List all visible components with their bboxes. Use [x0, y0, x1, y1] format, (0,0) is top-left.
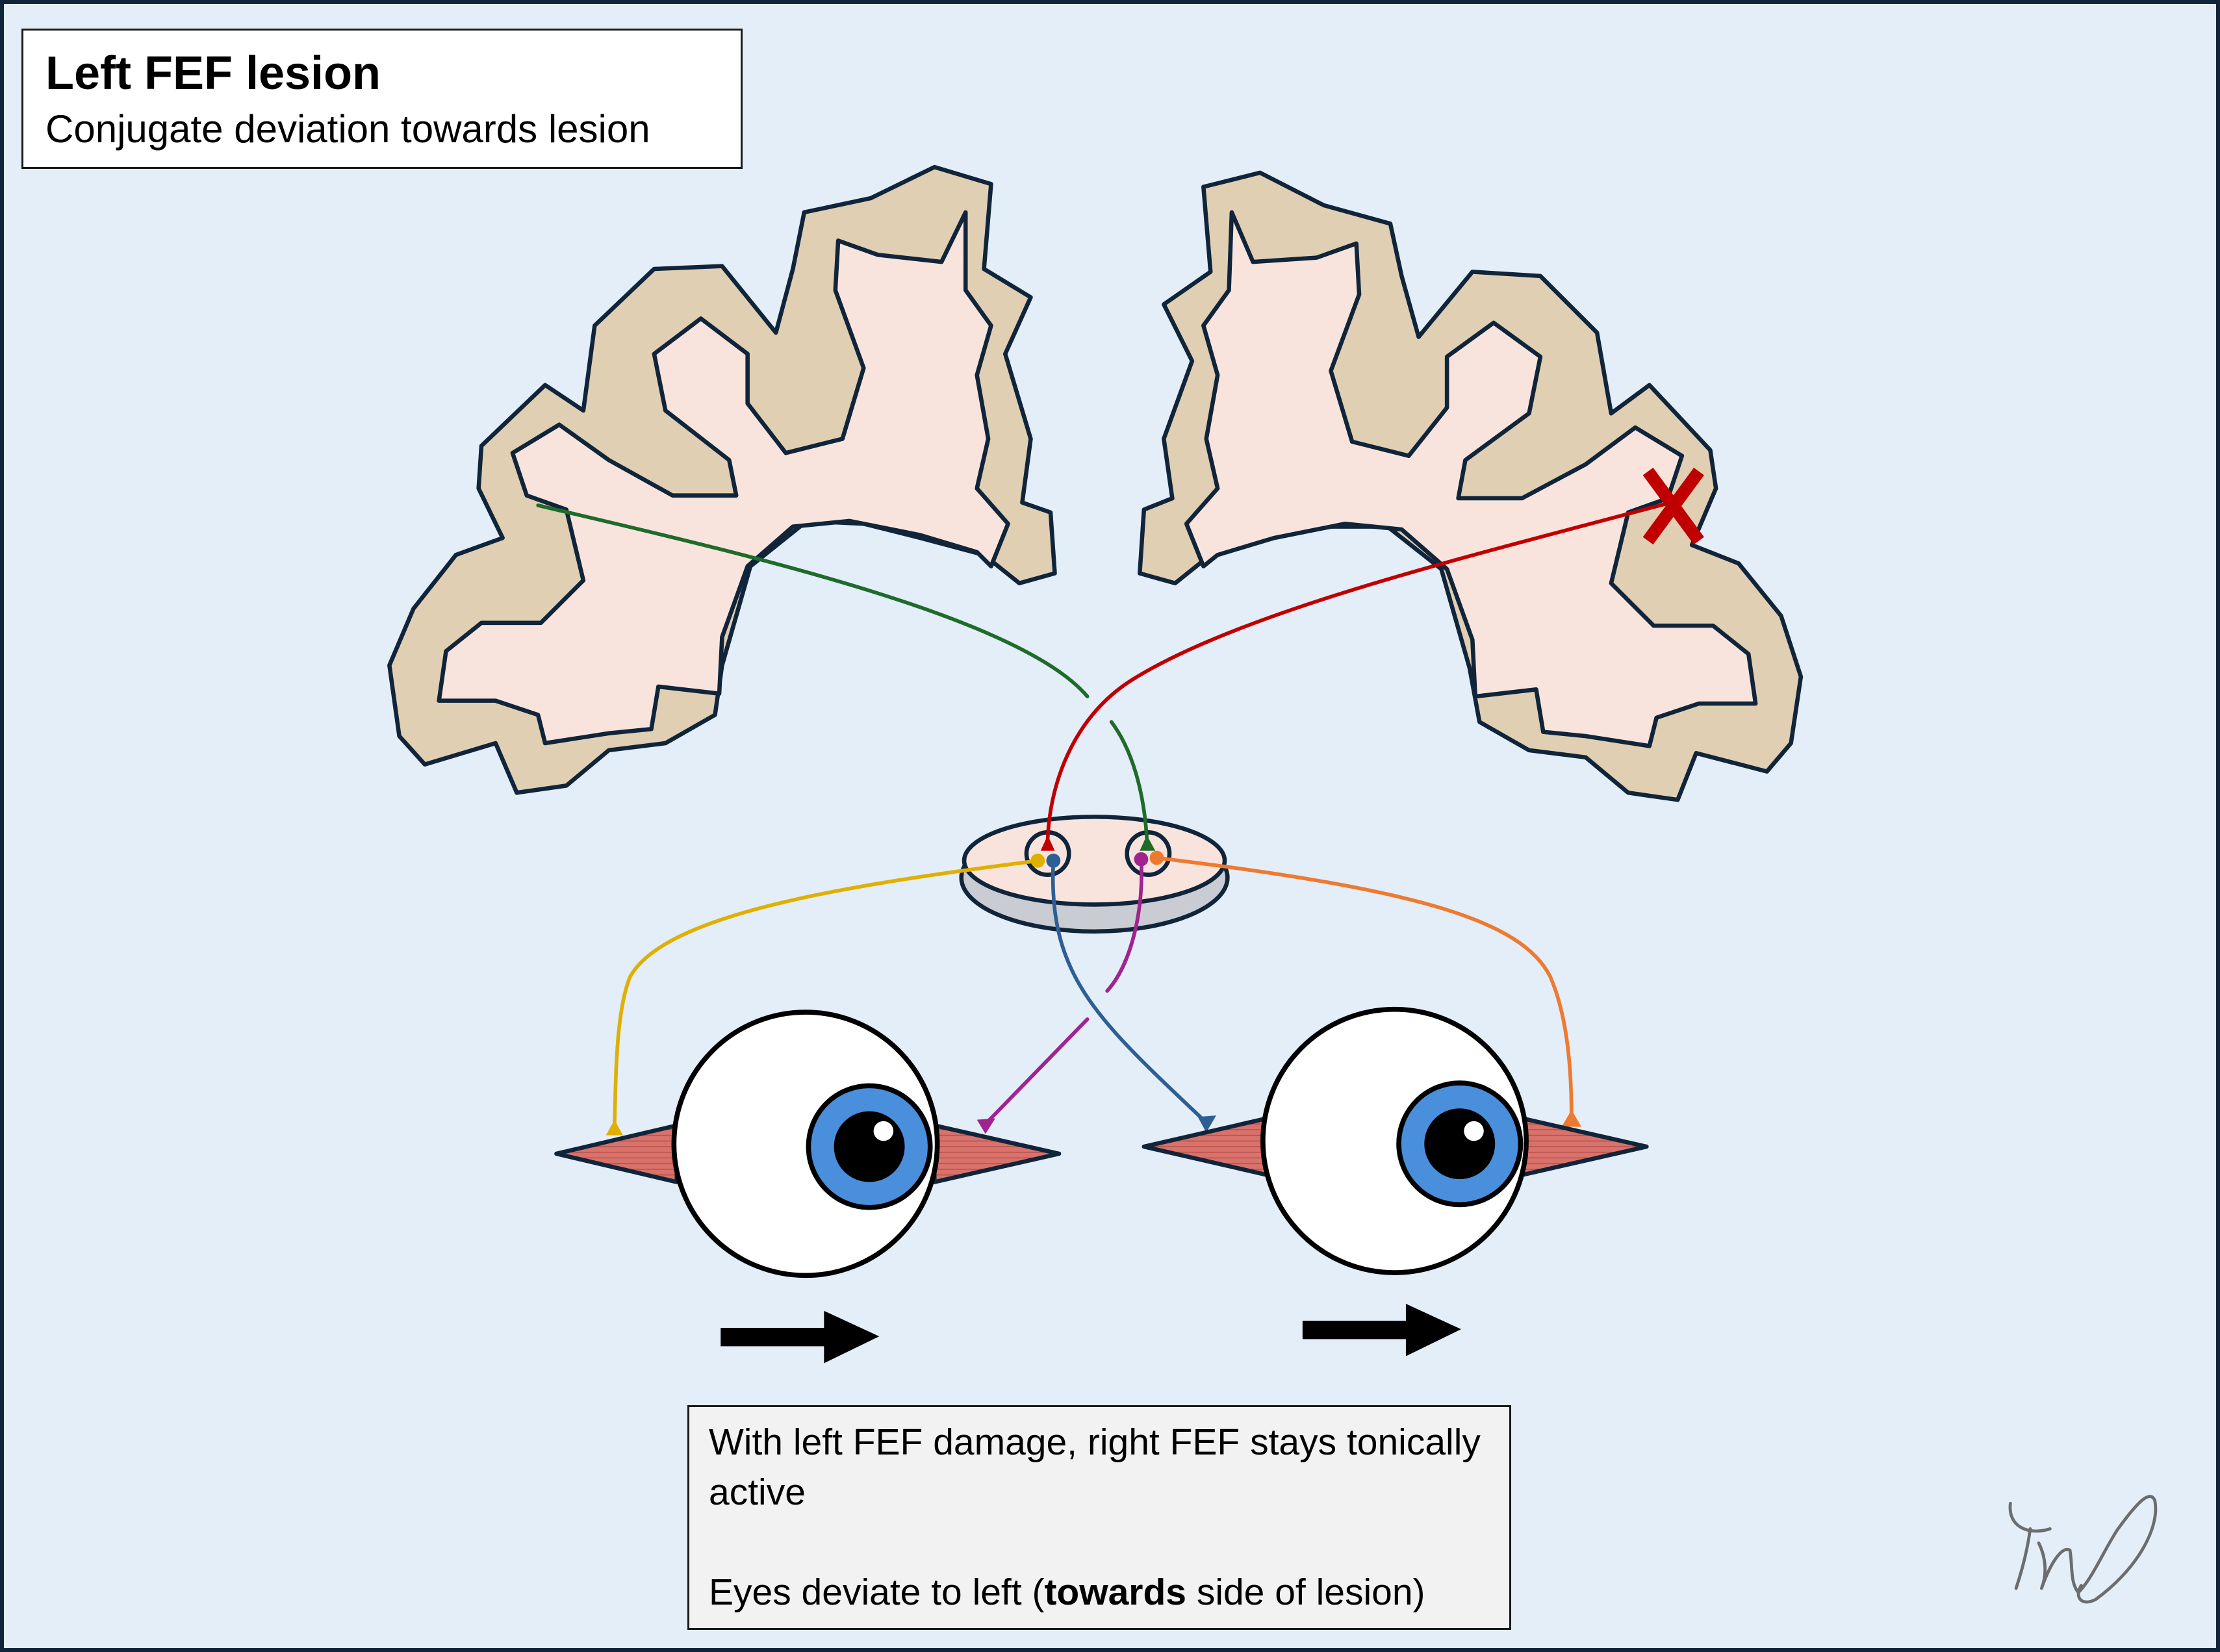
lesion-x-icon [1642, 467, 1704, 545]
caption-line-2-bold: towards [1044, 1571, 1186, 1613]
caption-line-1: With left FEF damage, right FEF stays to… [709, 1421, 1481, 1513]
yellow-pathway-origin [1030, 853, 1045, 868]
right-fef-pathway [536, 503, 1090, 698]
arrow-right-icon [1302, 1303, 1461, 1356]
arrow-right-icon [721, 1310, 880, 1364]
left-eye-highlight [873, 1121, 894, 1141]
left-eye-medial-rectus [932, 1123, 1062, 1184]
left-hemisphere-white-matter [437, 210, 1010, 746]
right-hemisphere [1137, 170, 1804, 802]
purple-pathway [1105, 857, 1143, 993]
diagram-subtitle: Conjugate deviation towards lesion [45, 107, 650, 151]
caption-box: With left FEF damage, right FEF stays to… [687, 1405, 1511, 1630]
right-fef-pathway-lower [1109, 720, 1149, 840]
purple-pathway-terminal [976, 1118, 995, 1134]
purple-pathway-origin [1134, 852, 1149, 867]
orange-pathway-terminal [1561, 1110, 1582, 1127]
caption-spacer [709, 1518, 1496, 1568]
left-eye [554, 1010, 1062, 1278]
blue-pathway [1051, 859, 1208, 1125]
diagram-title: Left FEF lesion [45, 47, 381, 99]
blue-pathway-origin [1046, 853, 1061, 868]
left-fef-terminal [1040, 835, 1055, 851]
right-fef-terminal [1140, 835, 1156, 851]
caption-line-2-suffix: side of lesion) [1186, 1571, 1425, 1613]
left-fef-pathway [1045, 500, 1673, 840]
right-eye-pupil [1424, 1108, 1496, 1180]
left-eye-pupil [834, 1111, 905, 1182]
orange-pathway-origin [1149, 850, 1164, 865]
purple-pathway-lower [985, 1017, 1090, 1125]
blue-pathway-terminal [1197, 1115, 1216, 1133]
caption-line-2-prefix: Eyes deviate to left ( [709, 1571, 1045, 1613]
right-eye-highlight [1464, 1121, 1484, 1141]
right-eye-lateral-rectus [1520, 1116, 1649, 1177]
caption-line-2: Eyes deviate to left (towards side of le… [709, 1568, 1496, 1618]
right-eye [1142, 1006, 1649, 1275]
brainstem-disc [959, 815, 1230, 934]
orange-pathway [1155, 856, 1574, 1121]
title-box: Left FEF lesion Conjugate deviation towa… [21, 29, 743, 169]
signature-icon [2008, 1495, 2158, 1604]
left-hemisphere [387, 164, 1057, 795]
pathway-terminals [606, 835, 1582, 1136]
right-hemisphere-white-matter [1184, 210, 1758, 748]
yellow-pathway-terminal [606, 1119, 623, 1136]
pathways [536, 500, 1673, 1128]
yellow-pathway [612, 859, 1040, 1128]
